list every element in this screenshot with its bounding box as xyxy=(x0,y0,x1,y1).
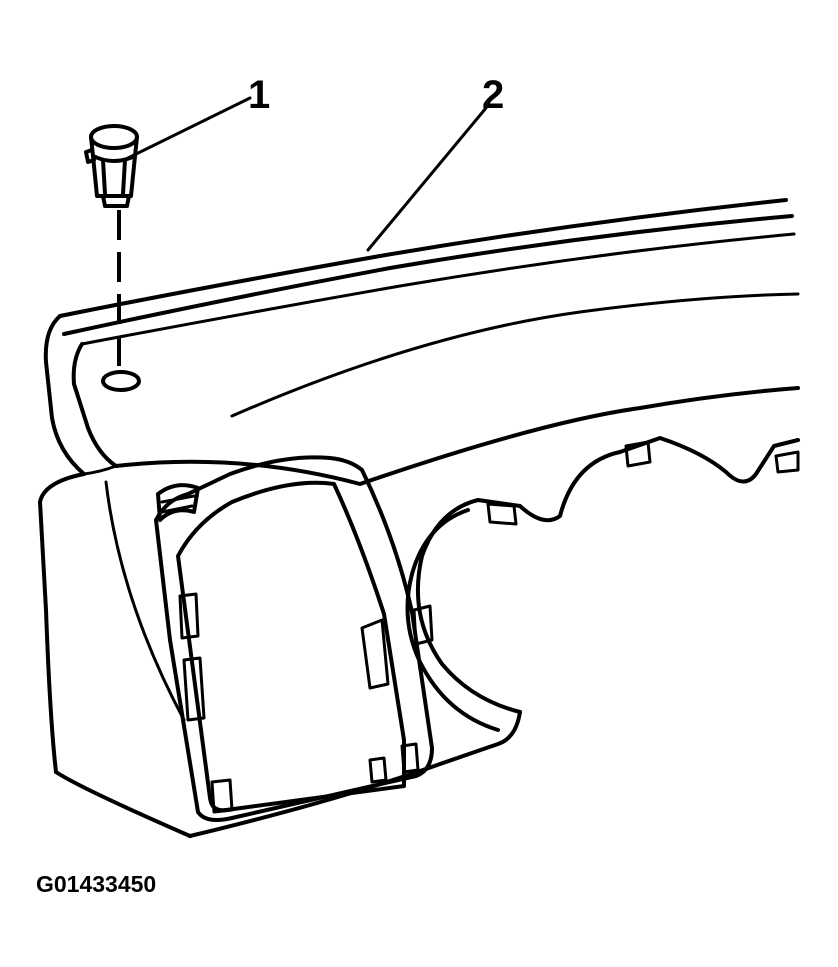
callout-label-2: 2 xyxy=(482,73,504,117)
mounting-hole xyxy=(101,370,141,392)
leader-line-2 xyxy=(366,106,488,252)
leader-line-1 xyxy=(126,96,252,160)
callout-label-1: 1 xyxy=(248,73,270,117)
fastener-clip-part xyxy=(84,124,139,208)
figure-id-label: G01433450 xyxy=(36,871,156,897)
instrument-panel-part xyxy=(38,198,800,838)
